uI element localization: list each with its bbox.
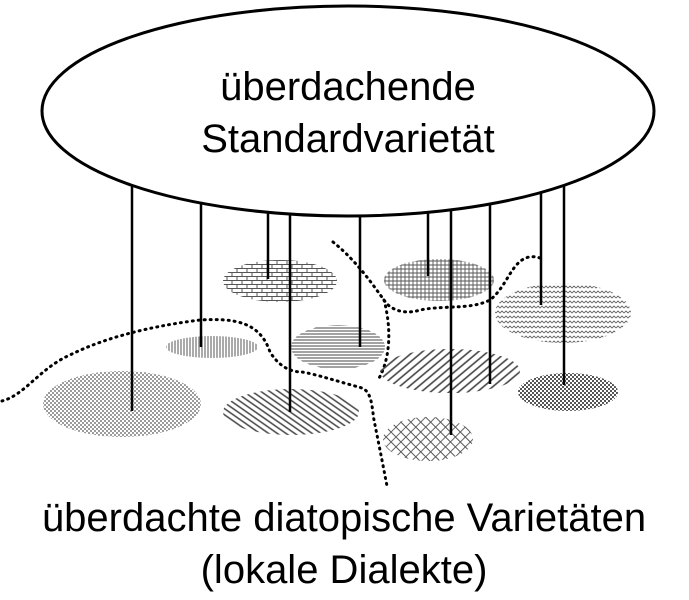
dialect-ellipse-brick [223,260,337,302]
dialect-ellipse-vertical [166,336,258,358]
dialect-ellipse-checker [518,373,618,411]
connector-lines [130,182,566,435]
dialect-boundary-right [331,240,542,314]
standard-variety-label-line2: Standardvarietät [201,117,495,161]
dialect-boundary-middle [376,298,391,382]
dialects-caption-line1: überdachte diatopische Varietäten [42,496,646,540]
dialect-ellipse-horizontal [291,325,385,369]
dialect-boundary-left [0,318,389,488]
dialect-ellipse-grid [384,259,494,301]
standard-variety-label-line1: überdachende [220,65,476,109]
dialect-ellipse-dotted [43,371,201,437]
dialects-caption-line2: (lokale Dialekte) [201,548,488,592]
dialect-ellipse-crosshatch [383,417,473,461]
standard-variety-ellipse [40,4,656,218]
